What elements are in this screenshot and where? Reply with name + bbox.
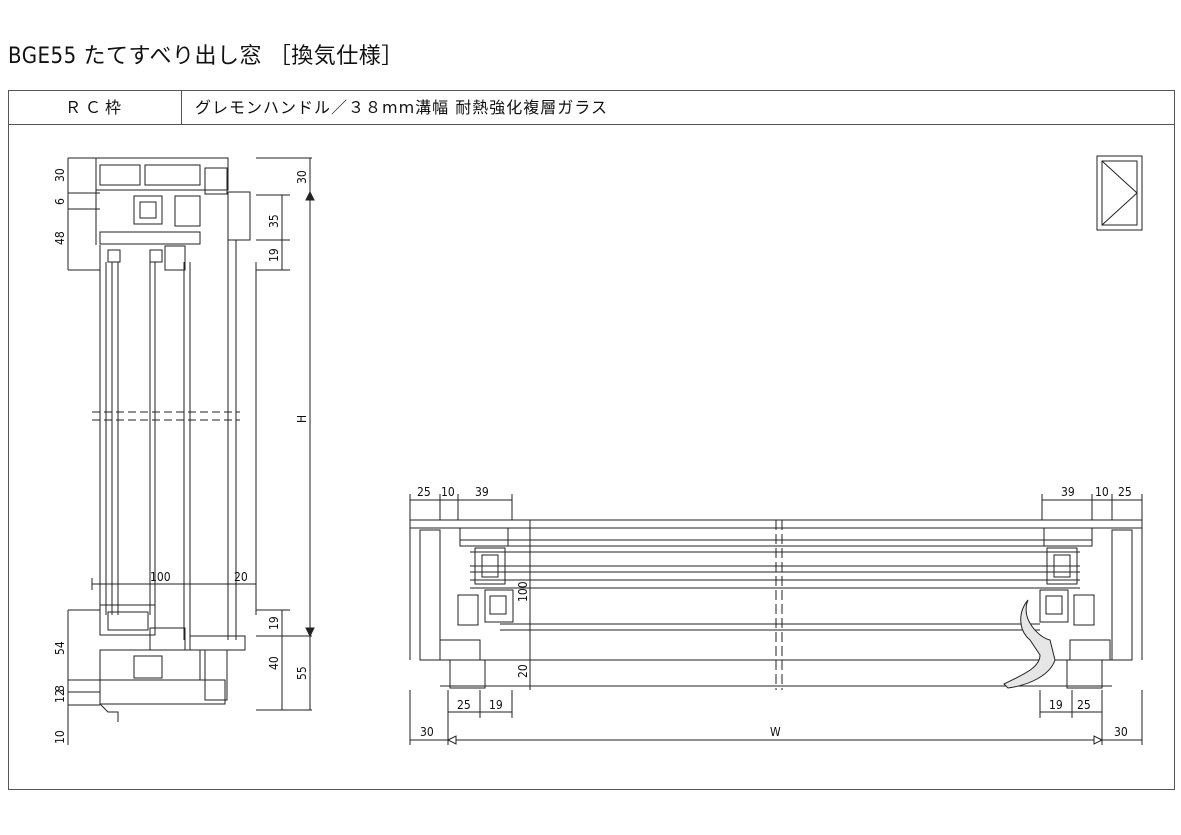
- window-elevation-icon: [1096, 155, 1143, 231]
- dim-v-left-1: 30: [53, 168, 67, 182]
- dim-overall-width: W: [770, 725, 781, 739]
- dim-v-right-2: 35: [267, 214, 281, 228]
- dim-v-right-4: 19: [267, 616, 281, 630]
- dim-v-left-5: 12: [53, 689, 67, 703]
- dim-v-left-3: 48: [53, 231, 67, 245]
- vertical-section: [67, 157, 312, 745]
- dim-v-right-6: 55: [295, 666, 309, 680]
- dim-v-right-5: 40: [267, 656, 281, 670]
- dim-h-top-left-1: 25: [417, 485, 431, 499]
- dim-h-top-right-3: 25: [1118, 485, 1132, 499]
- dim-h-top-left-3: 39: [475, 485, 489, 499]
- dim-overall-right: 30: [1114, 725, 1128, 739]
- dim-v-bottom-2: 20: [234, 570, 248, 584]
- spec-description: グレモンハンドル／３８mm溝幅 耐熱強化複層ガラス: [195, 98, 608, 117]
- dim-h-inner-1: 100: [516, 581, 530, 602]
- dim-v-right-3: 19: [267, 248, 281, 262]
- dim-height-label: H: [295, 415, 309, 423]
- dim-v-left-4: 54: [53, 641, 67, 655]
- dim-h-bottom-left-1: 25: [457, 698, 471, 712]
- dim-v-left-6: 8: [53, 685, 67, 692]
- dim-h-bottom-right-1: 19: [1049, 698, 1063, 712]
- dim-overall-left: 30: [420, 725, 434, 739]
- dim-v-right-1: 30: [295, 170, 309, 184]
- page-title: BGE55 たてすべり出し窓 ［換気仕様］: [8, 44, 404, 69]
- dim-v-left-2: 6: [53, 198, 67, 205]
- dim-v-left-7: 10: [53, 730, 67, 744]
- dim-h-top-left-2: 10: [441, 485, 455, 499]
- frame-type-label: ＲＣ枠: [9, 91, 182, 124]
- dim-v-bottom-1: 100: [150, 570, 171, 584]
- drawing-frame: ＲＣ枠 グレモンハンドル／３８mm溝幅 耐熱強化複層ガラス: [8, 90, 1175, 790]
- dim-h-top-right-2: 10: [1095, 485, 1109, 499]
- dim-h-inner-2: 20: [516, 664, 530, 678]
- horizontal-section: [409, 494, 1143, 745]
- dim-h-top-right-1: 39: [1061, 485, 1075, 499]
- spec-table-header: ＲＣ枠 グレモンハンドル／３８mm溝幅 耐熱強化複層ガラス: [9, 91, 1174, 125]
- dim-h-bottom-right-2: 25: [1077, 698, 1091, 712]
- dim-h-bottom-left-2: 19: [489, 698, 503, 712]
